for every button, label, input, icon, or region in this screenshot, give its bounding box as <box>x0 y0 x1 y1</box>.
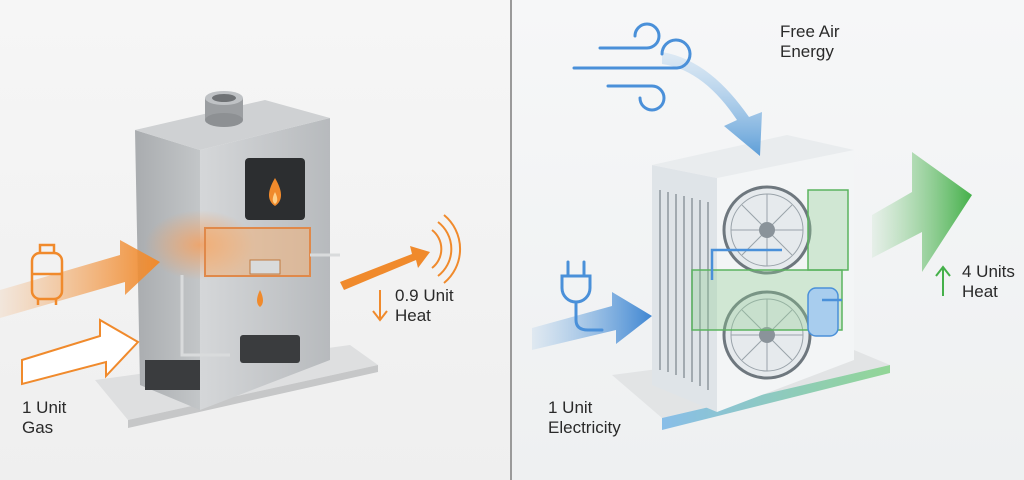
boiler-lower-panel <box>240 335 300 363</box>
heat-down-arrow-icon <box>372 290 388 322</box>
boiler-input-line1: 1 Unit <box>22 398 67 417</box>
gas-cylinder-icon <box>30 243 64 305</box>
heat-pump-input-label: 1 Unit Electricity <box>548 398 621 438</box>
electric-plug-icon <box>560 260 604 332</box>
panel-divider <box>510 0 512 480</box>
air-energy-arrow <box>662 52 762 156</box>
heat-pump-output-label: 4 Units Heat <box>962 262 1015 302</box>
boiler-output-line2: Heat <box>395 306 431 325</box>
boiler-output-line1: 0.9 Unit <box>395 286 454 305</box>
gas-boiler-illustration <box>0 91 461 428</box>
heat-pump-output-line1: 4 Units <box>962 262 1015 281</box>
free-air-energy-label: Free Air Energy <box>780 22 840 62</box>
free-air-energy-line1: Free Air <box>780 22 840 41</box>
electricity-input-arrow <box>532 292 652 350</box>
flue-pipe-icon <box>205 91 243 127</box>
free-air-energy-line2: Energy <box>780 42 834 61</box>
heat-output-arrow <box>872 152 972 272</box>
heat-up-arrow-icon <box>935 265 951 296</box>
heat-output-arrow <box>340 246 430 290</box>
boiler-input-label: 1 Unit Gas <box>22 398 66 438</box>
heat-pump-input-line2: Electricity <box>548 418 621 437</box>
heat-pump-illustration <box>532 22 972 430</box>
boiler-input-line2: Gas <box>22 418 54 437</box>
heat-pump-panel: Free Air Energy 4 Units Heat 1 Unit Elec… <box>512 0 1024 480</box>
wind-icon <box>572 22 692 112</box>
refrigerant-circuit <box>691 189 849 337</box>
gas-input-outline-arrow <box>21 318 140 386</box>
boiler-output-label: 0.9 Unit Heat <box>395 286 454 326</box>
lower-fan-icon <box>722 290 812 380</box>
flame-display-icon <box>245 158 305 220</box>
heat-exchanger <box>180 227 340 357</box>
upper-fan-icon <box>722 185 812 275</box>
heat-pump-input-line1: 1 Unit <box>548 398 593 417</box>
gas-input-arrow <box>0 240 160 318</box>
heat-pump-output-line2: Heat <box>962 282 998 301</box>
heat-waves-icon <box>431 214 461 284</box>
gas-boiler-panel: 0.9 Unit Heat 1 Unit Gas <box>0 0 510 480</box>
